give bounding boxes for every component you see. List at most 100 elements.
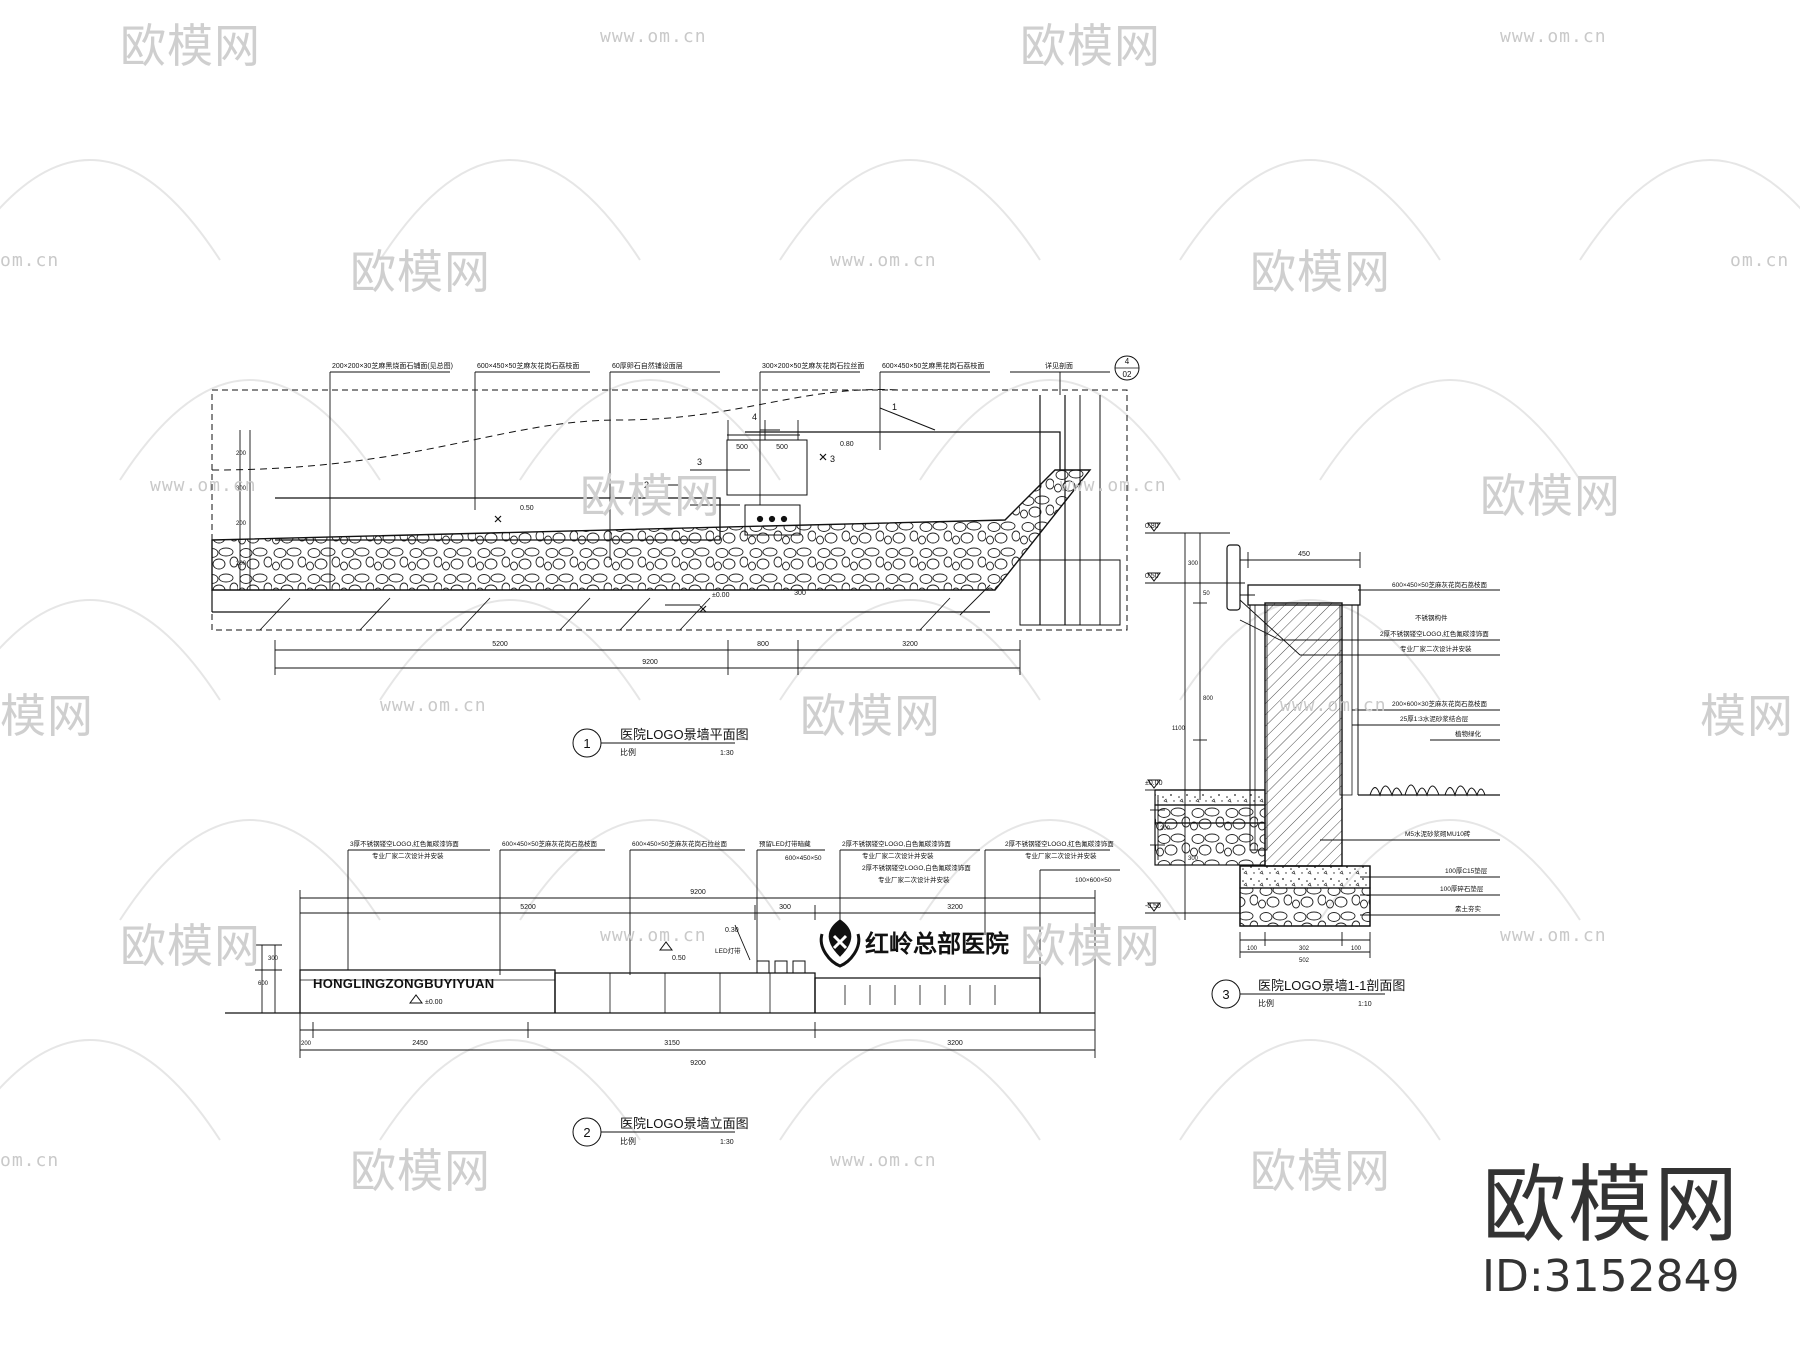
section-view-title: 医院LOGO景墙1-1剖面图 — [1258, 978, 1405, 993]
section-callout-6: 25厚1:3水泥砂浆结合层 — [1400, 714, 1469, 723]
elevation-view-subtitle: 比例 — [620, 1136, 636, 1146]
section-level-2: 0.50 — [1145, 573, 1159, 580]
brand-badge: 欧模网 ID:3152849 — [1482, 1160, 1740, 1304]
section-bottom-total: 502 — [1299, 958, 1310, 964]
section-level-3: ±0.00 — [1145, 780, 1163, 787]
section-callout-5: 200×600×30芝麻灰花岗石荔枝面 — [1392, 699, 1488, 708]
watermark-arcs — [0, 159, 1800, 1141]
elevation-dim-total: 9200 — [690, 1060, 706, 1067]
plan-view-subtitle: 比例 — [620, 747, 636, 757]
elevation-level-3: 0.30 — [725, 927, 739, 934]
watermark-url: www.om.cn — [380, 695, 487, 716]
elevation-callout-10: 专业厂家二次设计并安装 — [878, 875, 950, 884]
watermark-url: www.om.cn — [830, 250, 937, 271]
watermark-url: om.cn — [0, 1150, 60, 1171]
elevation-left-dim-2: 300 — [268, 956, 279, 962]
elevation-callout-13: 100×600×50 — [1075, 877, 1112, 884]
watermark-brand: 欧模网 — [120, 919, 261, 973]
shrub-icon — [1369, 784, 1486, 797]
watermark-brand: 欧模网 — [1250, 1144, 1391, 1198]
section-view-number: 3 — [1222, 987, 1229, 1002]
elevation-callout-7: 2厚不锈钢镂空LOGO,白色氟碳漆饰面 — [842, 839, 951, 848]
plan-left-dim-2: 300 — [236, 486, 247, 492]
elevation-dim-1: 200 — [301, 1041, 312, 1047]
elevation-level-1: 0.50 — [672, 955, 686, 962]
watermark-url: www.om.cn — [1280, 695, 1387, 716]
elevation-dim-4: 3200 — [947, 1040, 963, 1047]
plan-callout-2: 600×450×50芝麻灰花岗石荔枝面 — [477, 361, 579, 370]
elevation-dim-2: 2450 — [412, 1040, 428, 1047]
plan-small-dim-1: 500 — [736, 444, 748, 451]
plan-level-1: 0.50 — [520, 505, 534, 512]
watermark-brand: 模网 — [1700, 689, 1794, 743]
watermark-url: www.om.cn — [830, 1150, 937, 1171]
plan-tag-4: 4 — [752, 412, 757, 422]
section-callout-9: 100厚C15垫层 — [1445, 866, 1488, 875]
elevation-callout-11: 2厚不锈钢镂空LOGO,红色氟碳漆饰面 — [1005, 839, 1114, 848]
elevation-level-2: ±0.00 — [425, 999, 443, 1006]
elevation-logo-text: 红岭总部医院 — [865, 930, 1009, 958]
watermark-brand: 欧模网 — [1480, 469, 1621, 523]
section-left-dim-4: 50 — [1203, 591, 1210, 597]
watermark-brand: 欧模网 — [1250, 245, 1391, 299]
elevation-view-number: 2 — [583, 1125, 590, 1140]
section-view — [1145, 522, 1500, 958]
plan-callout-4: 300×200×50芝麻灰花岗石拉丝面 — [762, 361, 864, 370]
plan-left-dim-1: 200 — [236, 451, 247, 457]
watermark-url: www.om.cn — [150, 475, 257, 496]
plan-tag-3b: 3 — [830, 454, 835, 464]
section-left-dim-2: 800 — [1203, 696, 1214, 702]
elevation-callout-5: 预留LED灯带暗藏 — [759, 839, 811, 848]
watermark-brand: 欧模网 — [120, 19, 261, 73]
section-bottom-dim-2: 302 — [1299, 946, 1310, 952]
elevation-top-dim-3: 3200 — [947, 904, 963, 911]
plan-section-mark-sheet: 02 — [1123, 370, 1132, 379]
section-callout-7: 植物绿化 — [1455, 729, 1482, 738]
section-left-dim-5: 300 — [1188, 856, 1199, 862]
watermark-brand: 欧模网 — [1020, 19, 1161, 73]
hospital-emblem-icon — [819, 919, 861, 968]
plan-tag-3a: 3 — [697, 457, 702, 467]
elevation-callout-2: 专业厂家二次设计并安装 — [372, 851, 444, 860]
section-level-4: -0.50 — [1145, 903, 1161, 910]
plan-view-number: 1 — [583, 736, 590, 751]
section-callout-1: 600×450×50芝麻灰花岗石荔枝面 — [1392, 580, 1488, 589]
watermark-brand: 欧模网 — [580, 469, 721, 523]
watermark-url: www.om.cn — [1060, 475, 1167, 496]
section-callout-8: M5水泥砂浆砌MU10砖 — [1405, 829, 1471, 838]
elevation-left-dim-1: 600 — [258, 981, 269, 987]
elevation-callout-1: 3厚不锈钢镂空LOGO,红色氟碳漆饰面 — [350, 839, 459, 848]
section-view-subtitle: 比例 — [1258, 998, 1274, 1008]
elevation-english-text: HONGLINGZONGBUYIYUAN — [313, 976, 495, 991]
watermark-brand: 欧模网 — [800, 689, 941, 743]
plan-dim-total: 9200 — [642, 659, 658, 666]
elevation-top-dim-2: 300 — [779, 904, 791, 911]
section-left-dim-6: 200 — [1160, 826, 1171, 832]
watermark-url: www.om.cn — [1500, 26, 1607, 47]
elevation-callout-8: 专业厂家二次设计并安装 — [862, 851, 934, 860]
elevation-top-dim-total: 9200 — [690, 889, 706, 896]
plan-callout-6: 详见剖面 — [1045, 361, 1073, 370]
elevation-dim-3: 3150 — [664, 1040, 680, 1047]
section-callout-10: 100厚碎石垫层 — [1440, 884, 1484, 893]
watermark-url: www.om.cn — [600, 26, 707, 47]
plan-level-3: ±0.00 — [712, 592, 730, 599]
section-left-dim-3: 300 — [1188, 561, 1199, 567]
watermark-url: om.cn — [1730, 250, 1790, 271]
plan-tag-1: 1 — [892, 402, 897, 412]
plan-callout-1: 200×200×30芝麻黑烧面石铺面(见总图) — [332, 361, 453, 370]
plan-dim-2: 800 — [757, 641, 769, 648]
elevation-callout-9: 2厚不锈钢镂空LOGO,白色氟碳漆饰面 — [862, 863, 971, 872]
elevation-top-dim-1: 5200 — [520, 904, 536, 911]
plan-dim-3: 3200 — [902, 641, 918, 648]
elevation-callout-6: 600×450×50 — [785, 855, 822, 862]
plan-left-dim-4: 200 — [236, 561, 247, 567]
plan-view-title: 医院LOGO景墙平面图 — [620, 727, 749, 742]
watermark-brand: 欧模网 — [350, 245, 491, 299]
watermark-url: www.om.cn — [1500, 925, 1607, 946]
section-view-scale: 1:10 — [1358, 1001, 1372, 1008]
section-callout-3: 2厚不锈钢镂空LOGO,红色氟碳漆饰面 — [1380, 629, 1489, 638]
plan-dim-1: 5200 — [492, 641, 508, 648]
watermark-url: www.om.cn — [600, 925, 707, 946]
